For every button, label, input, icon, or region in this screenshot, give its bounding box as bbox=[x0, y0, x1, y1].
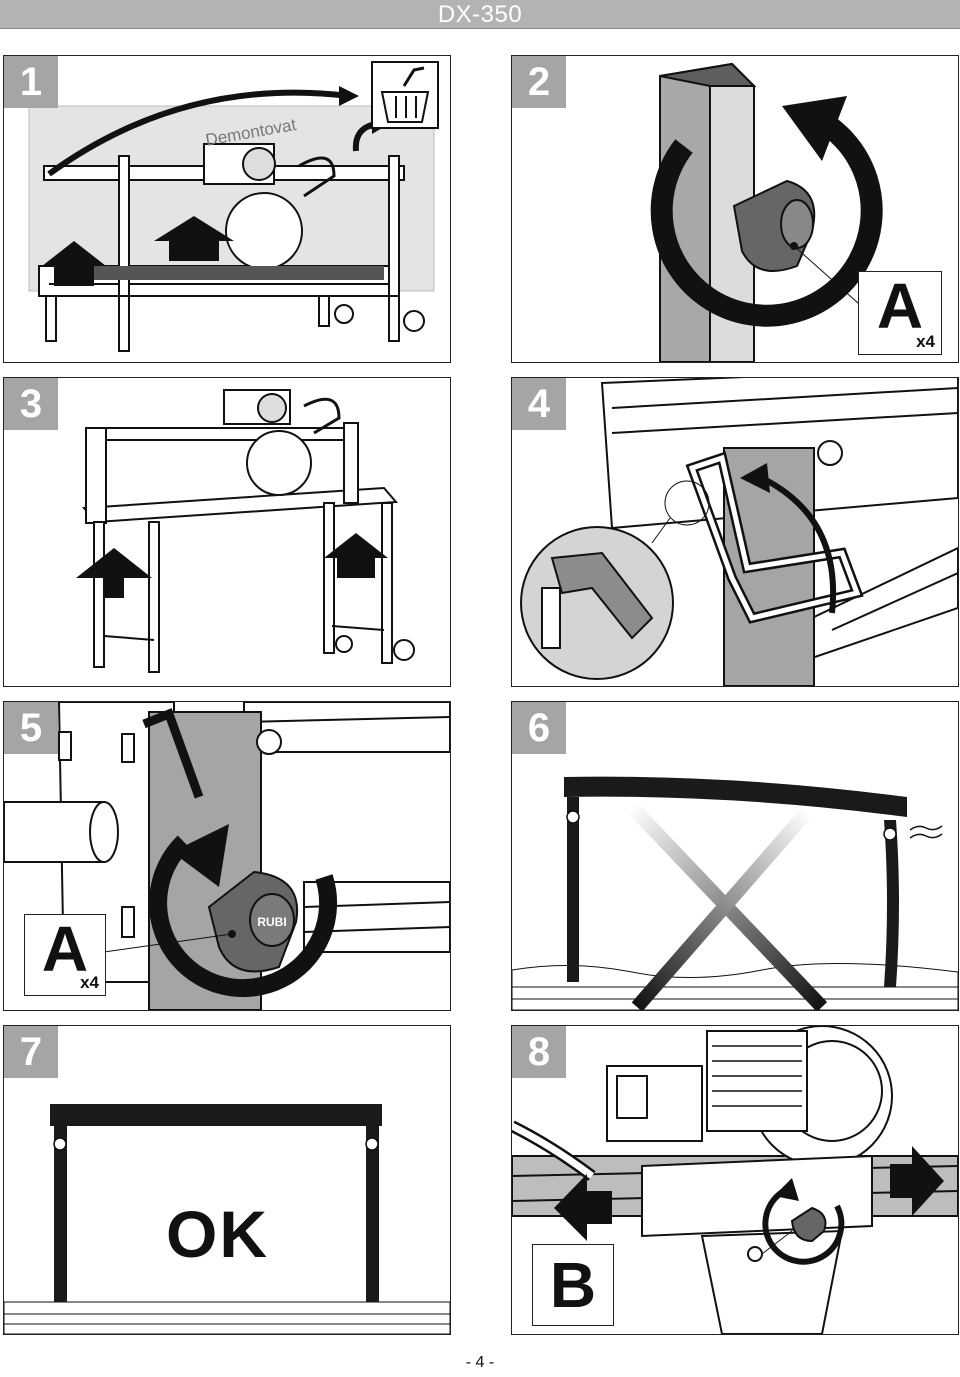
step-panel-1: 1 Demontovat bbox=[3, 55, 451, 363]
knob-unscrew-illustration bbox=[650, 62, 883, 362]
page-number: - 4 - bbox=[465, 1354, 495, 1371]
step-number: 5 bbox=[4, 702, 58, 754]
knob-tighten-illustration: RUBI bbox=[4, 702, 450, 1010]
part-letter: B bbox=[549, 1249, 597, 1321]
step-number: 8 bbox=[512, 1026, 566, 1078]
step-panel-8: 8 B bbox=[511, 1025, 959, 1335]
part-count: x4 bbox=[80, 973, 99, 992]
part-count: x4 bbox=[916, 332, 935, 351]
step-number: 7 bbox=[4, 1026, 58, 1078]
latch-illustration bbox=[520, 378, 958, 686]
step-panel-7: 7 OK bbox=[3, 1025, 451, 1335]
step-panel-5: 5 RUBI A x4 bbox=[3, 701, 451, 1011]
saw-removal-illustration bbox=[28, 61, 439, 352]
step-number: 4 bbox=[512, 378, 566, 430]
step-panel-6: 6 bbox=[511, 701, 959, 1011]
head-lock-illustration bbox=[512, 1026, 958, 1334]
part-a-badge: A x4 bbox=[24, 914, 106, 996]
part-a-badge: A x4 bbox=[858, 271, 942, 355]
step-panel-4: 4 bbox=[511, 377, 959, 687]
step-panel-3: 3 bbox=[3, 377, 451, 687]
part-letter: A bbox=[876, 270, 924, 342]
part-letter: A bbox=[41, 913, 89, 985]
knob-logo: RUBI bbox=[257, 915, 286, 929]
page-header: DX-350 bbox=[0, 0, 960, 29]
correct-level-illustration bbox=[4, 1104, 450, 1334]
step-number: 1 bbox=[4, 56, 58, 108]
saw-lift-illustration bbox=[76, 389, 415, 673]
step-number: 6 bbox=[512, 702, 566, 754]
step-number: 2 bbox=[512, 56, 566, 108]
step-number: 3 bbox=[4, 378, 58, 430]
part-b-badge: B bbox=[532, 1244, 614, 1326]
model-title: DX-350 bbox=[437, 1, 523, 28]
wrong-level-illustration bbox=[512, 776, 958, 1010]
step-panel-2: 2 A x4 bbox=[511, 55, 959, 363]
ok-label: OK bbox=[166, 1197, 269, 1271]
